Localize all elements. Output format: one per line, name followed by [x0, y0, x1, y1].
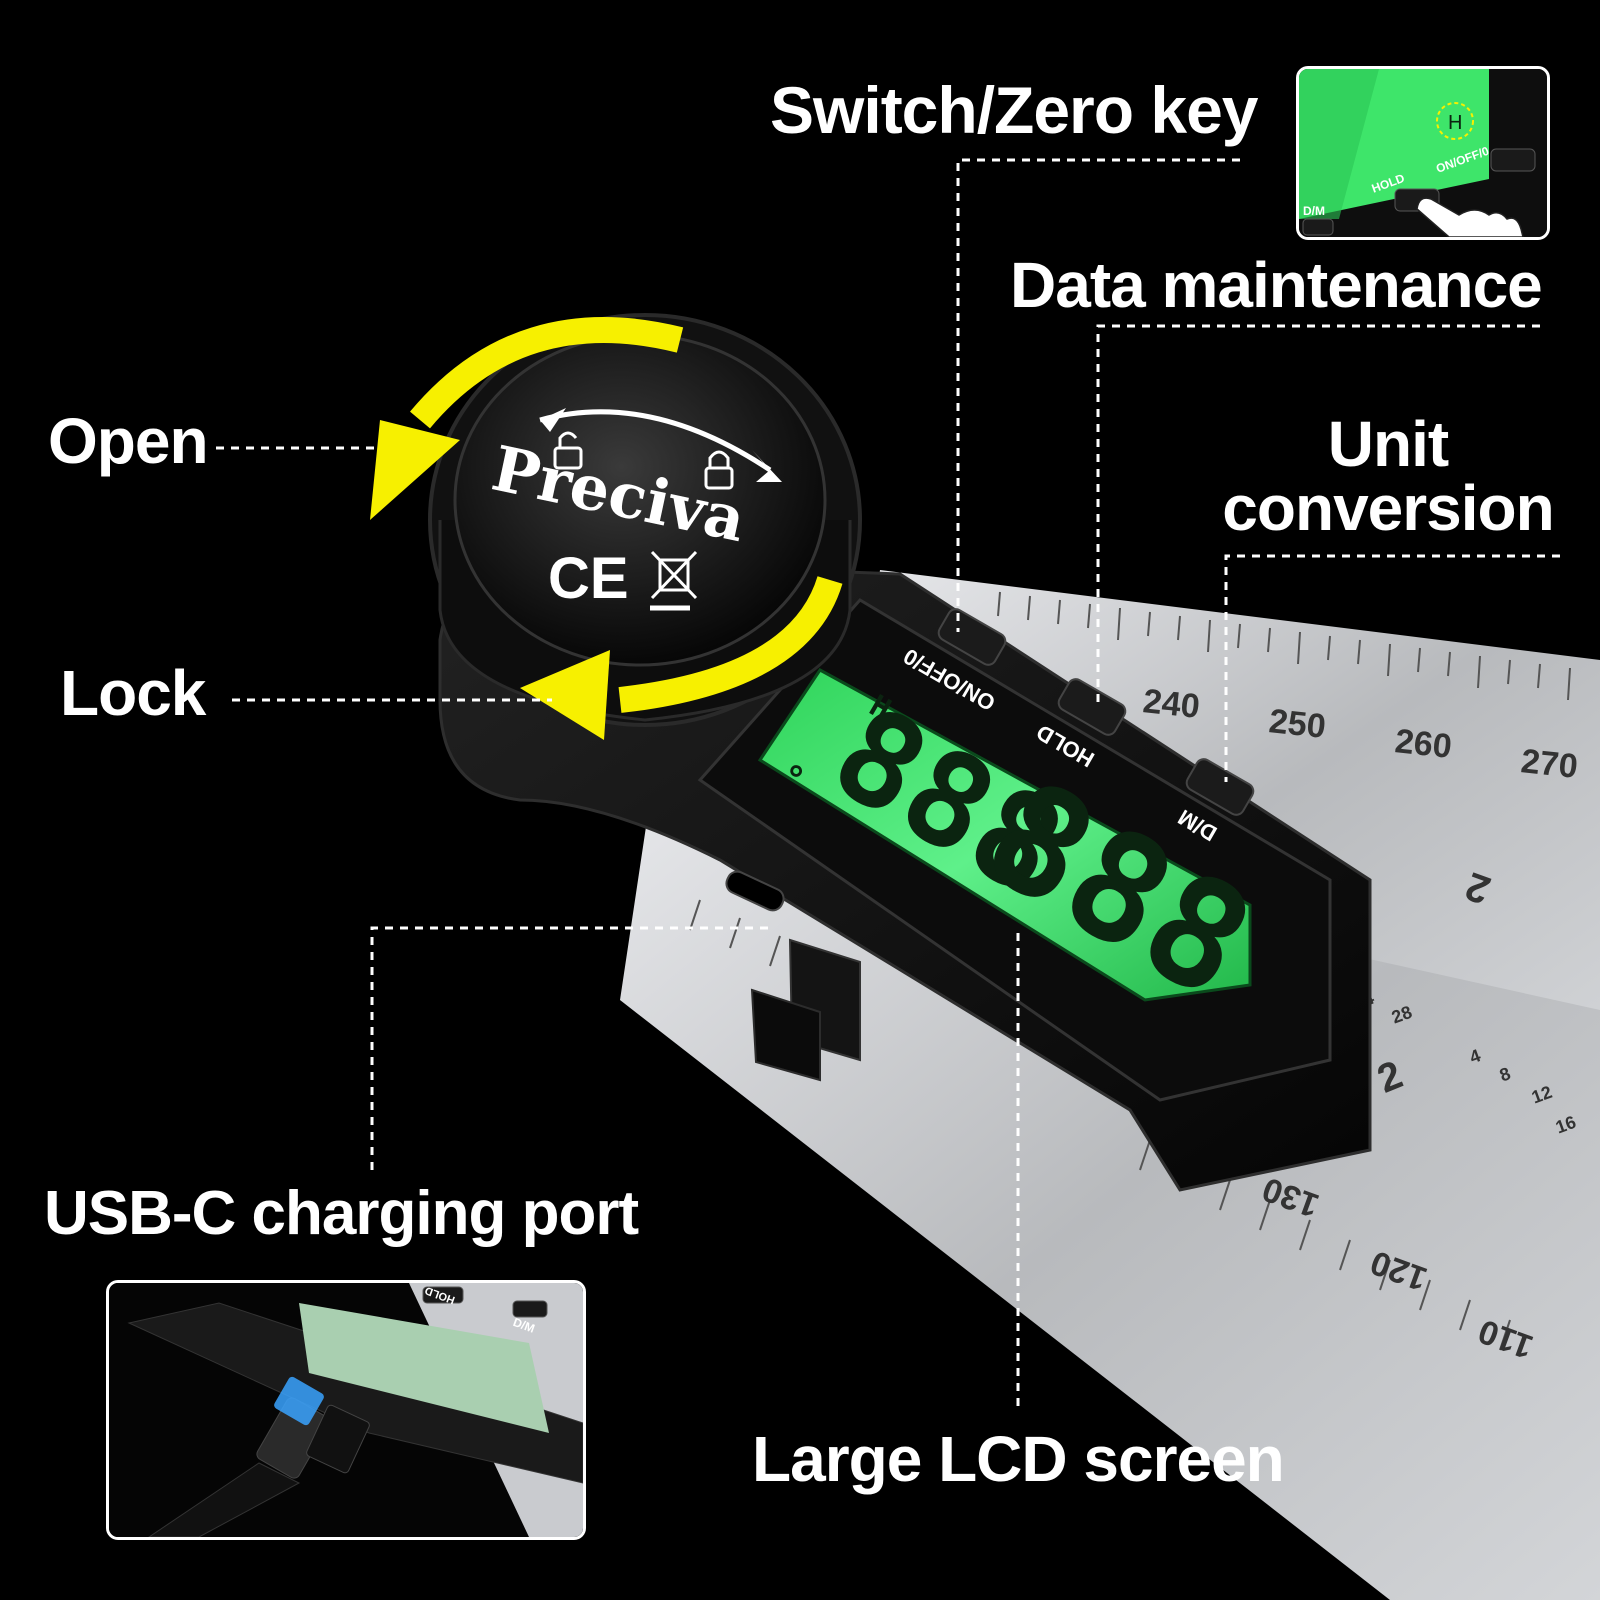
- ruler-ticks-upper: [997, 591, 1571, 701]
- callout-unit-conversion: Unit conversion: [1218, 412, 1558, 540]
- callout-lock: Lock: [60, 657, 206, 729]
- ruler-tick-label: 260: [1393, 722, 1453, 766]
- inset-hold-closeup: H ON/OFF/0 HOLD D/M: [1296, 66, 1550, 240]
- callout-leader-lines: [216, 158, 1560, 1406]
- inset-unit-button: [1302, 218, 1334, 236]
- inset-unit-label: D/M: [1303, 204, 1325, 218]
- inset-hold-illustration: H ON/OFF/0 HOLD D/M: [1299, 69, 1547, 237]
- callout-large-lcd: Large LCD screen: [752, 1423, 1285, 1495]
- usb-c-cover-flap: [750, 938, 861, 1082]
- pointing-hand-icon: [1416, 197, 1524, 237]
- ruler-tick-label: 250: [1267, 702, 1327, 746]
- hold-indicator-highlight: [1436, 102, 1474, 140]
- locking-knob[interactable]: [428, 313, 862, 727]
- usb-c-port[interactable]: [723, 868, 787, 913]
- callout-data-maintenance: Data maintenance: [1010, 249, 1543, 321]
- inset-hold-indicator: H: [1448, 112, 1462, 134]
- leader-data-maintenance: [1096, 324, 1540, 702]
- unlock-padlock-icon: [553, 431, 583, 470]
- button-hold[interactable]: [1056, 676, 1128, 737]
- ruler-tick-label: 240: [1141, 682, 1201, 726]
- inset-hold-button: [422, 1286, 464, 1304]
- open-rotation-arrow: [370, 317, 684, 520]
- ce-mark: CE: [548, 546, 629, 611]
- callout-switch-zero-key: Switch/Zero key: [770, 73, 1259, 147]
- inset-usb-c-closeup: HOLD D/M: [106, 1280, 586, 1540]
- lock-rotation-arrow: [520, 575, 843, 740]
- ruler-tick-label: 270: [1519, 742, 1579, 786]
- rotate-arrow-icon: [539, 409, 772, 473]
- callout-usb-c-port: USB-C charging port: [44, 1179, 639, 1248]
- lock-padlock-icon: [704, 450, 734, 490]
- inset-power-button: [1490, 148, 1536, 172]
- button-power-zero[interactable]: [936, 606, 1008, 667]
- leader-switch-zero: [956, 158, 1240, 632]
- rotate-arrowhead-icon: [752, 450, 782, 482]
- callout-unit-line2: conversion: [1222, 472, 1554, 544]
- leader-usb: [370, 926, 772, 1170]
- callout-unit-line1: Unit: [1327, 408, 1449, 480]
- inset-unit-button: [512, 1300, 548, 1318]
- rotate-arrowhead-icon: [540, 408, 566, 432]
- inset-usb-illustration: HOLD D/M: [109, 1283, 583, 1537]
- lcd-screen: [757, 668, 1252, 1002]
- weee-bin-icon: [650, 550, 698, 611]
- button-unit[interactable]: [1184, 756, 1256, 817]
- usb-c-cable-icon: [148, 1376, 330, 1537]
- inset-port-flap: [306, 1404, 370, 1474]
- callout-open: Open: [48, 405, 209, 477]
- leader-unit-conversion: [1224, 554, 1560, 782]
